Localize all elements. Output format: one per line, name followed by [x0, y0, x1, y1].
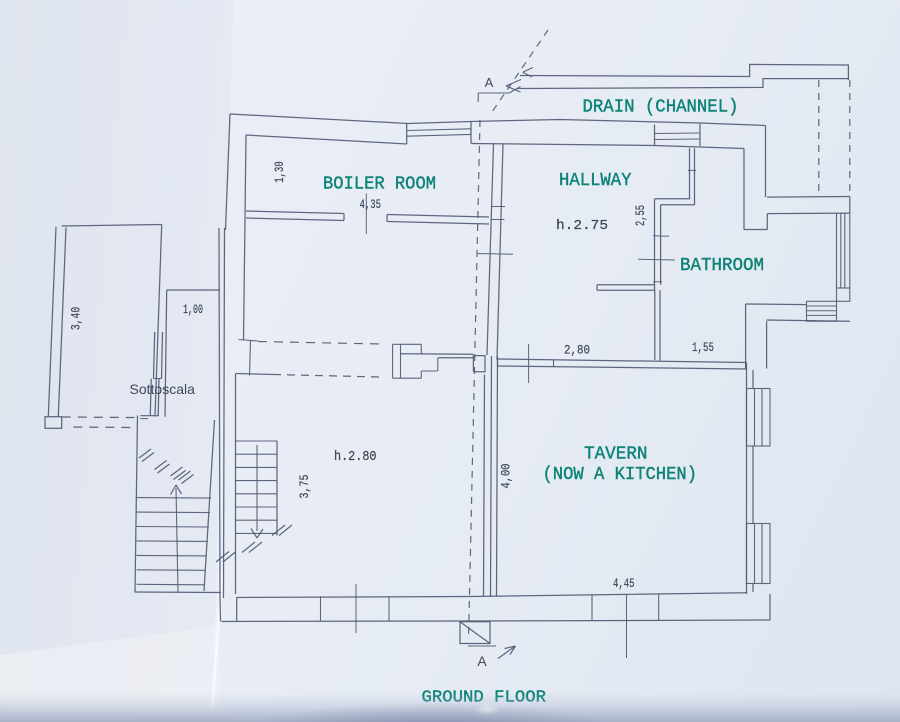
svg-text:A: A [477, 653, 487, 669]
svg-text:h.2.80: h.2.80 [334, 449, 377, 465]
svg-text:HALLWAY: HALLWAY [559, 171, 632, 191]
svg-text:BOILER ROOM: BOILER ROOM [323, 175, 436, 195]
svg-text:(NOW A KITCHEN): (NOW A KITCHEN) [543, 465, 698, 485]
svg-text:4,45: 4,45 [613, 577, 635, 591]
svg-text:DRAIN (CHANNEL): DRAIN (CHANNEL) [583, 98, 739, 118]
svg-text:A: A [485, 75, 494, 90]
svg-text:4,00: 4,00 [500, 464, 514, 489]
svg-text:1,30: 1,30 [273, 161, 287, 182]
svg-text:4,35: 4,35 [360, 198, 382, 212]
svg-text:3,75: 3,75 [298, 475, 312, 499]
svg-text:BATHROOM: BATHROOM [680, 256, 764, 276]
svg-text:2,55: 2,55 [634, 205, 648, 226]
svg-text:1,55: 1,55 [692, 341, 714, 355]
svg-text:2,80: 2,80 [564, 344, 590, 358]
svg-text:h.2.75: h.2.75 [556, 218, 608, 234]
svg-text:TAVERN: TAVERN [584, 445, 648, 465]
